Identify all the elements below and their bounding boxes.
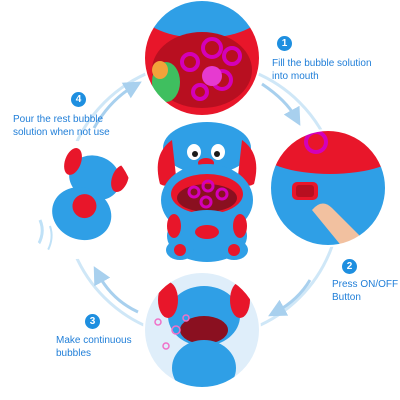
photo-press-button bbox=[270, 130, 386, 246]
step-2-number: 2 bbox=[342, 259, 357, 274]
photo-continuous-bubbles bbox=[144, 272, 260, 388]
step-4-label: Pour the rest bubble solution when not u… bbox=[13, 114, 110, 138]
arrow-4-to-1 bbox=[92, 81, 142, 129]
step-2-label: Press ON/OFF Button bbox=[332, 279, 399, 303]
step-1-label: Fill the bubble solution into mouth bbox=[272, 58, 372, 82]
bubble-toy-center bbox=[157, 122, 257, 262]
arrow-1-to-2 bbox=[261, 82, 301, 126]
step-4-number: 4 bbox=[71, 92, 86, 107]
step-3-number: 3 bbox=[85, 314, 100, 329]
step-3-label: Make continuous bubbles bbox=[56, 335, 132, 359]
photo-fill-solution bbox=[144, 0, 260, 116]
arrow-2-to-3 bbox=[268, 279, 312, 317]
photo-pour-solution bbox=[18, 142, 134, 258]
arrow-3-to-4 bbox=[93, 266, 139, 314]
step-1-number: 1 bbox=[277, 36, 292, 51]
